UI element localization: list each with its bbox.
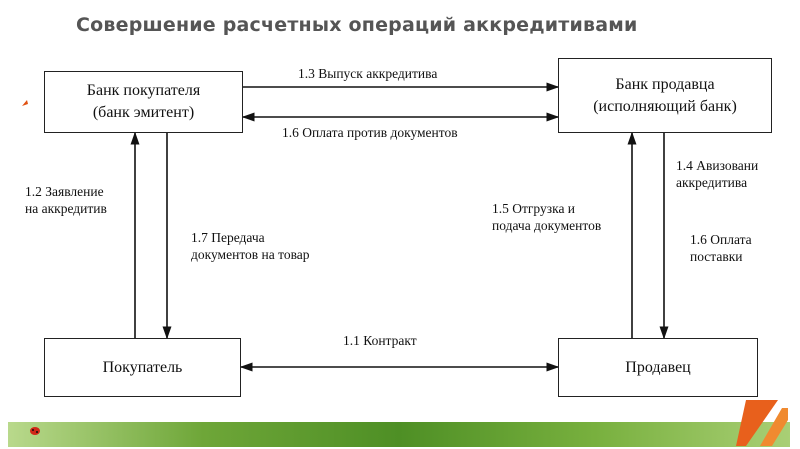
buyer-bank-name: Банк покупателя xyxy=(86,82,201,99)
label-1-4: 1.4 Авизовани аккредитива xyxy=(676,158,759,190)
buyer-box: Покупатель xyxy=(44,338,241,397)
seller-bank-box: Банк продавца (исполняющий банк) xyxy=(558,58,772,133)
buyer-bank-box: Банк покупателя (банк эмитент) xyxy=(44,71,243,133)
seller-bank-name: Банк продавца xyxy=(615,75,715,93)
seller-box: Продавец xyxy=(558,338,758,397)
label-1-2: 1.2 Заявление на аккредитив xyxy=(25,184,107,216)
label-1-5: 1.5 Отгрузка и подача документов xyxy=(492,201,602,233)
label-1-1: 1.1 Контракт xyxy=(343,333,417,348)
page-title: Совершение расчетных операций аккредитив… xyxy=(76,14,638,36)
buyer-name: Покупатель xyxy=(102,358,183,376)
label-1-7: 1.7 Передача документов на товар xyxy=(191,230,310,262)
label-1-6-top: 1.6 Оплата против документов xyxy=(282,125,458,140)
ladybug-icon xyxy=(30,427,40,435)
buyer-bank-role: (банк эмитент) xyxy=(92,104,195,121)
decorative-grass-strip xyxy=(8,422,790,447)
bullet-icon xyxy=(22,100,28,106)
seller-bank-role: (исполняющий банк) xyxy=(593,97,737,115)
label-1-6-right: 1.6 Оплата поставки xyxy=(690,232,752,264)
label-1-3: 1.3 Выпуск аккредитива xyxy=(298,66,438,81)
corner-stripes-decoration xyxy=(736,400,788,446)
seller-name: Продавец xyxy=(625,358,691,376)
